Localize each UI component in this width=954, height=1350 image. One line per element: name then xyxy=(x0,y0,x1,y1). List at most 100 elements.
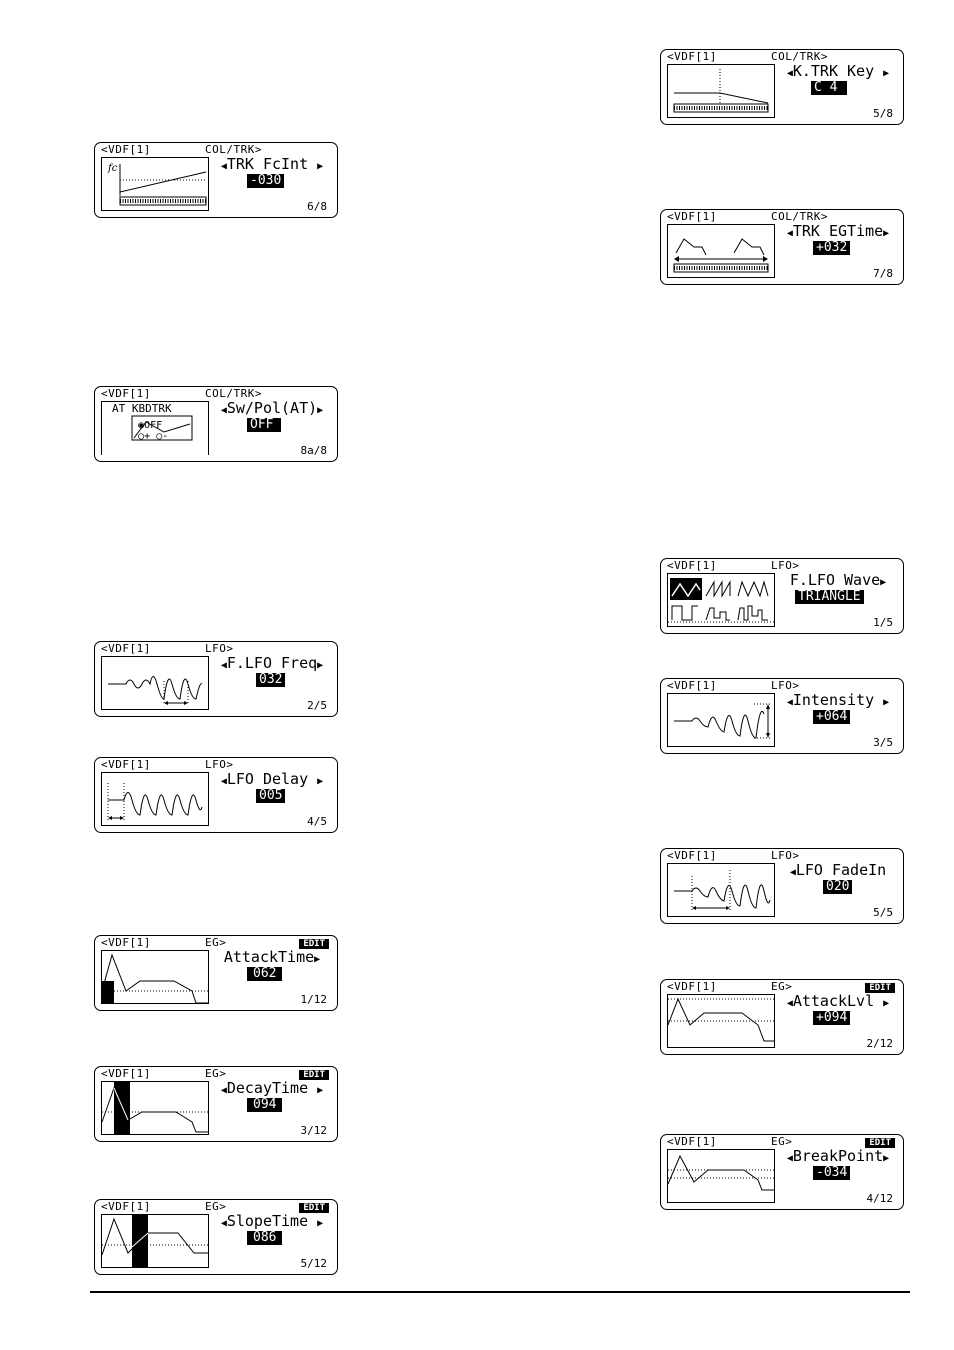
screen-header: <VDF[1] xyxy=(101,1200,151,1213)
parameter-value: 094 xyxy=(247,1098,283,1112)
key-tracking-graph xyxy=(667,64,775,118)
lcd-screen-trk-egtime: <VDF[1] COL/TRK> ◀TRK EGTime▶ +032 7/8 xyxy=(660,209,904,285)
page-indicator: 2/5 xyxy=(307,699,327,712)
parameter-value: +032 xyxy=(813,241,851,255)
left-arrow-icon: ◀ xyxy=(786,1153,793,1164)
lcd-screen-intensity: <VDF[1] LFO> ◀Intensity ▶ +064 3/5 xyxy=(660,678,904,754)
parameter-label: F.LFO Wave xyxy=(789,571,881,589)
parameter-name: ◀AttackLvl ▶ xyxy=(774,993,902,1012)
screen-header: <VDF[1] xyxy=(101,143,151,156)
parameter-value: OFF xyxy=(247,418,282,432)
parameter-name: ◀K.TRK Key ▶ xyxy=(774,63,902,82)
page-indicator: 6/8 xyxy=(307,200,327,213)
parameter-label: BreakPoint xyxy=(792,1147,884,1165)
left-arrow-icon: ◀ xyxy=(220,660,227,671)
eg-graph xyxy=(667,994,775,1048)
parameter-label: LFO Delay xyxy=(226,770,309,788)
left-arrow-icon: ◀ xyxy=(220,405,227,416)
left-arrow-icon: ◀ xyxy=(220,161,227,172)
parameter-value: TRIANGLE xyxy=(795,590,864,604)
edit-badge: EDIT xyxy=(865,983,895,993)
lcd-screen-slope-time: <VDF[1] EG> EDIT ◀SlopeTime ▶ 086 5/12 xyxy=(94,1199,338,1275)
lcd-screen-trk-fcint: <VDF[1] COL/TRK> fc ◀TRK FcInt ▶ -030 6/… xyxy=(94,142,338,218)
page-indicator: 7/8 xyxy=(873,267,893,280)
lfo-delay-graph xyxy=(101,772,209,826)
parameter-value: +094 xyxy=(813,1011,851,1025)
left-arrow-icon: ◀ xyxy=(786,68,793,79)
radio-icon: ○ xyxy=(156,431,163,442)
parameter-label: SlopeTime xyxy=(226,1212,309,1230)
lcd-screen-attack-lvl: <VDF[1] EG> EDIT ◀AttackLvl ▶ +094 2/12 xyxy=(660,979,904,1055)
option-plus: + xyxy=(144,431,151,442)
parameter-value: 020 xyxy=(823,880,853,894)
at-kbdtrk-graph: AT KBDTRK ◉OFF ○+ ○- xyxy=(101,401,209,455)
lcd-screen-break-point: <VDF[1] EG> EDIT ◀BreakPoint▶ -034 4/12 xyxy=(660,1134,904,1210)
right-arrow-icon: ▶ xyxy=(880,577,887,588)
lfo-fadein-graph xyxy=(667,863,775,917)
polarity-options: ◉OFF ○+ ○- xyxy=(102,409,168,453)
left-arrow-icon: ◀ xyxy=(786,228,793,239)
eg-time-tracking-graph xyxy=(667,224,775,278)
right-arrow-icon: ▶ xyxy=(883,228,890,239)
screen-section: EG> xyxy=(771,980,793,993)
page-indicator: 5/5 xyxy=(873,906,893,919)
screen-header: <VDF[1] xyxy=(101,758,151,771)
screen-section: COL/TRK> xyxy=(771,50,828,63)
screen-section: COL/TRK> xyxy=(205,143,262,156)
fc-tracking-graph: fc xyxy=(101,157,209,211)
page-indicator: 5/8 xyxy=(873,107,893,120)
right-arrow-icon: ▶ xyxy=(314,954,321,965)
page-indicator: 5/12 xyxy=(300,1257,328,1270)
parameter-value: C 4 xyxy=(811,81,848,95)
parameter-value: 032 xyxy=(256,673,286,687)
screen-header: <VDF[1] xyxy=(101,387,151,400)
option-minus: - xyxy=(162,431,169,442)
parameter-value: 005 xyxy=(256,789,286,803)
lcd-screen-f-lfo-wave: <VDF[1] LFO> F.LFO Wave▶ TRIANGLE 1/5 xyxy=(660,558,904,634)
parameter-label: LFO FadeIn xyxy=(795,861,887,879)
screen-header: <VDF[1] xyxy=(101,936,151,949)
screen-header: <VDF[1] xyxy=(667,980,717,993)
page-indicator: 4/12 xyxy=(866,1192,894,1205)
page-indicator: 3/12 xyxy=(300,1124,328,1137)
left-arrow-icon: ◀ xyxy=(786,998,793,1009)
radio-selected-icon: ◉ xyxy=(138,420,145,431)
screen-header: <VDF[1] xyxy=(667,1135,717,1148)
right-arrow-icon: ▶ xyxy=(883,998,890,1009)
right-arrow-icon: ▶ xyxy=(317,1085,324,1096)
screen-section: LFO> xyxy=(771,849,800,862)
lfo-freq-graph xyxy=(101,656,209,710)
eg-graph xyxy=(667,1149,775,1203)
lfo-intensity-graph xyxy=(667,693,775,747)
parameter-name: ◀TRK EGTime▶ xyxy=(774,223,902,242)
right-arrow-icon: ▶ xyxy=(317,161,324,172)
screen-section: COL/TRK> xyxy=(771,210,828,223)
page-indicator: 1/12 xyxy=(300,993,328,1006)
lcd-screen-lfo-fadein: <VDF[1] LFO> ◀LFO FadeIn 020 5/5 xyxy=(660,848,904,924)
lcd-screen-decay-time: <VDF[1] EG> EDIT ◀DecayTime ▶ 094 3/12 xyxy=(94,1066,338,1142)
right-arrow-icon: ▶ xyxy=(317,776,324,787)
option-off: OFF xyxy=(144,420,163,431)
screen-section: LFO> xyxy=(205,758,234,771)
parameter-label: AttackTime xyxy=(223,948,315,966)
left-arrow-icon: ◀ xyxy=(220,1085,227,1096)
screen-section: EG> xyxy=(771,1135,793,1148)
parameter-name: F.LFO Wave▶ xyxy=(774,572,902,591)
edit-badge: EDIT xyxy=(299,1070,329,1080)
eg-graph xyxy=(101,1081,209,1135)
parameter-label: F.LFO Freq xyxy=(226,654,318,672)
graph-title: AT KBDTRK xyxy=(112,402,172,415)
left-arrow-icon: ◀ xyxy=(786,697,793,708)
right-arrow-icon: ▶ xyxy=(883,1153,890,1164)
edit-badge: EDIT xyxy=(865,1138,895,1148)
parameter-value: -030 xyxy=(247,174,285,188)
parameter-name: ◀LFO Delay ▶ xyxy=(208,771,336,790)
right-arrow-icon: ▶ xyxy=(317,1218,324,1229)
parameter-name: ◀TRK FcInt ▶ xyxy=(208,156,336,175)
screen-header: <VDF[1] xyxy=(667,849,717,862)
parameter-name: ◀SlopeTime ▶ xyxy=(208,1213,336,1232)
parameter-name: ◀DecayTime ▶ xyxy=(208,1080,336,1099)
parameter-value: -034 xyxy=(813,1166,851,1180)
screen-section: LFO> xyxy=(771,679,800,692)
parameter-label: TRK FcInt xyxy=(226,155,309,173)
